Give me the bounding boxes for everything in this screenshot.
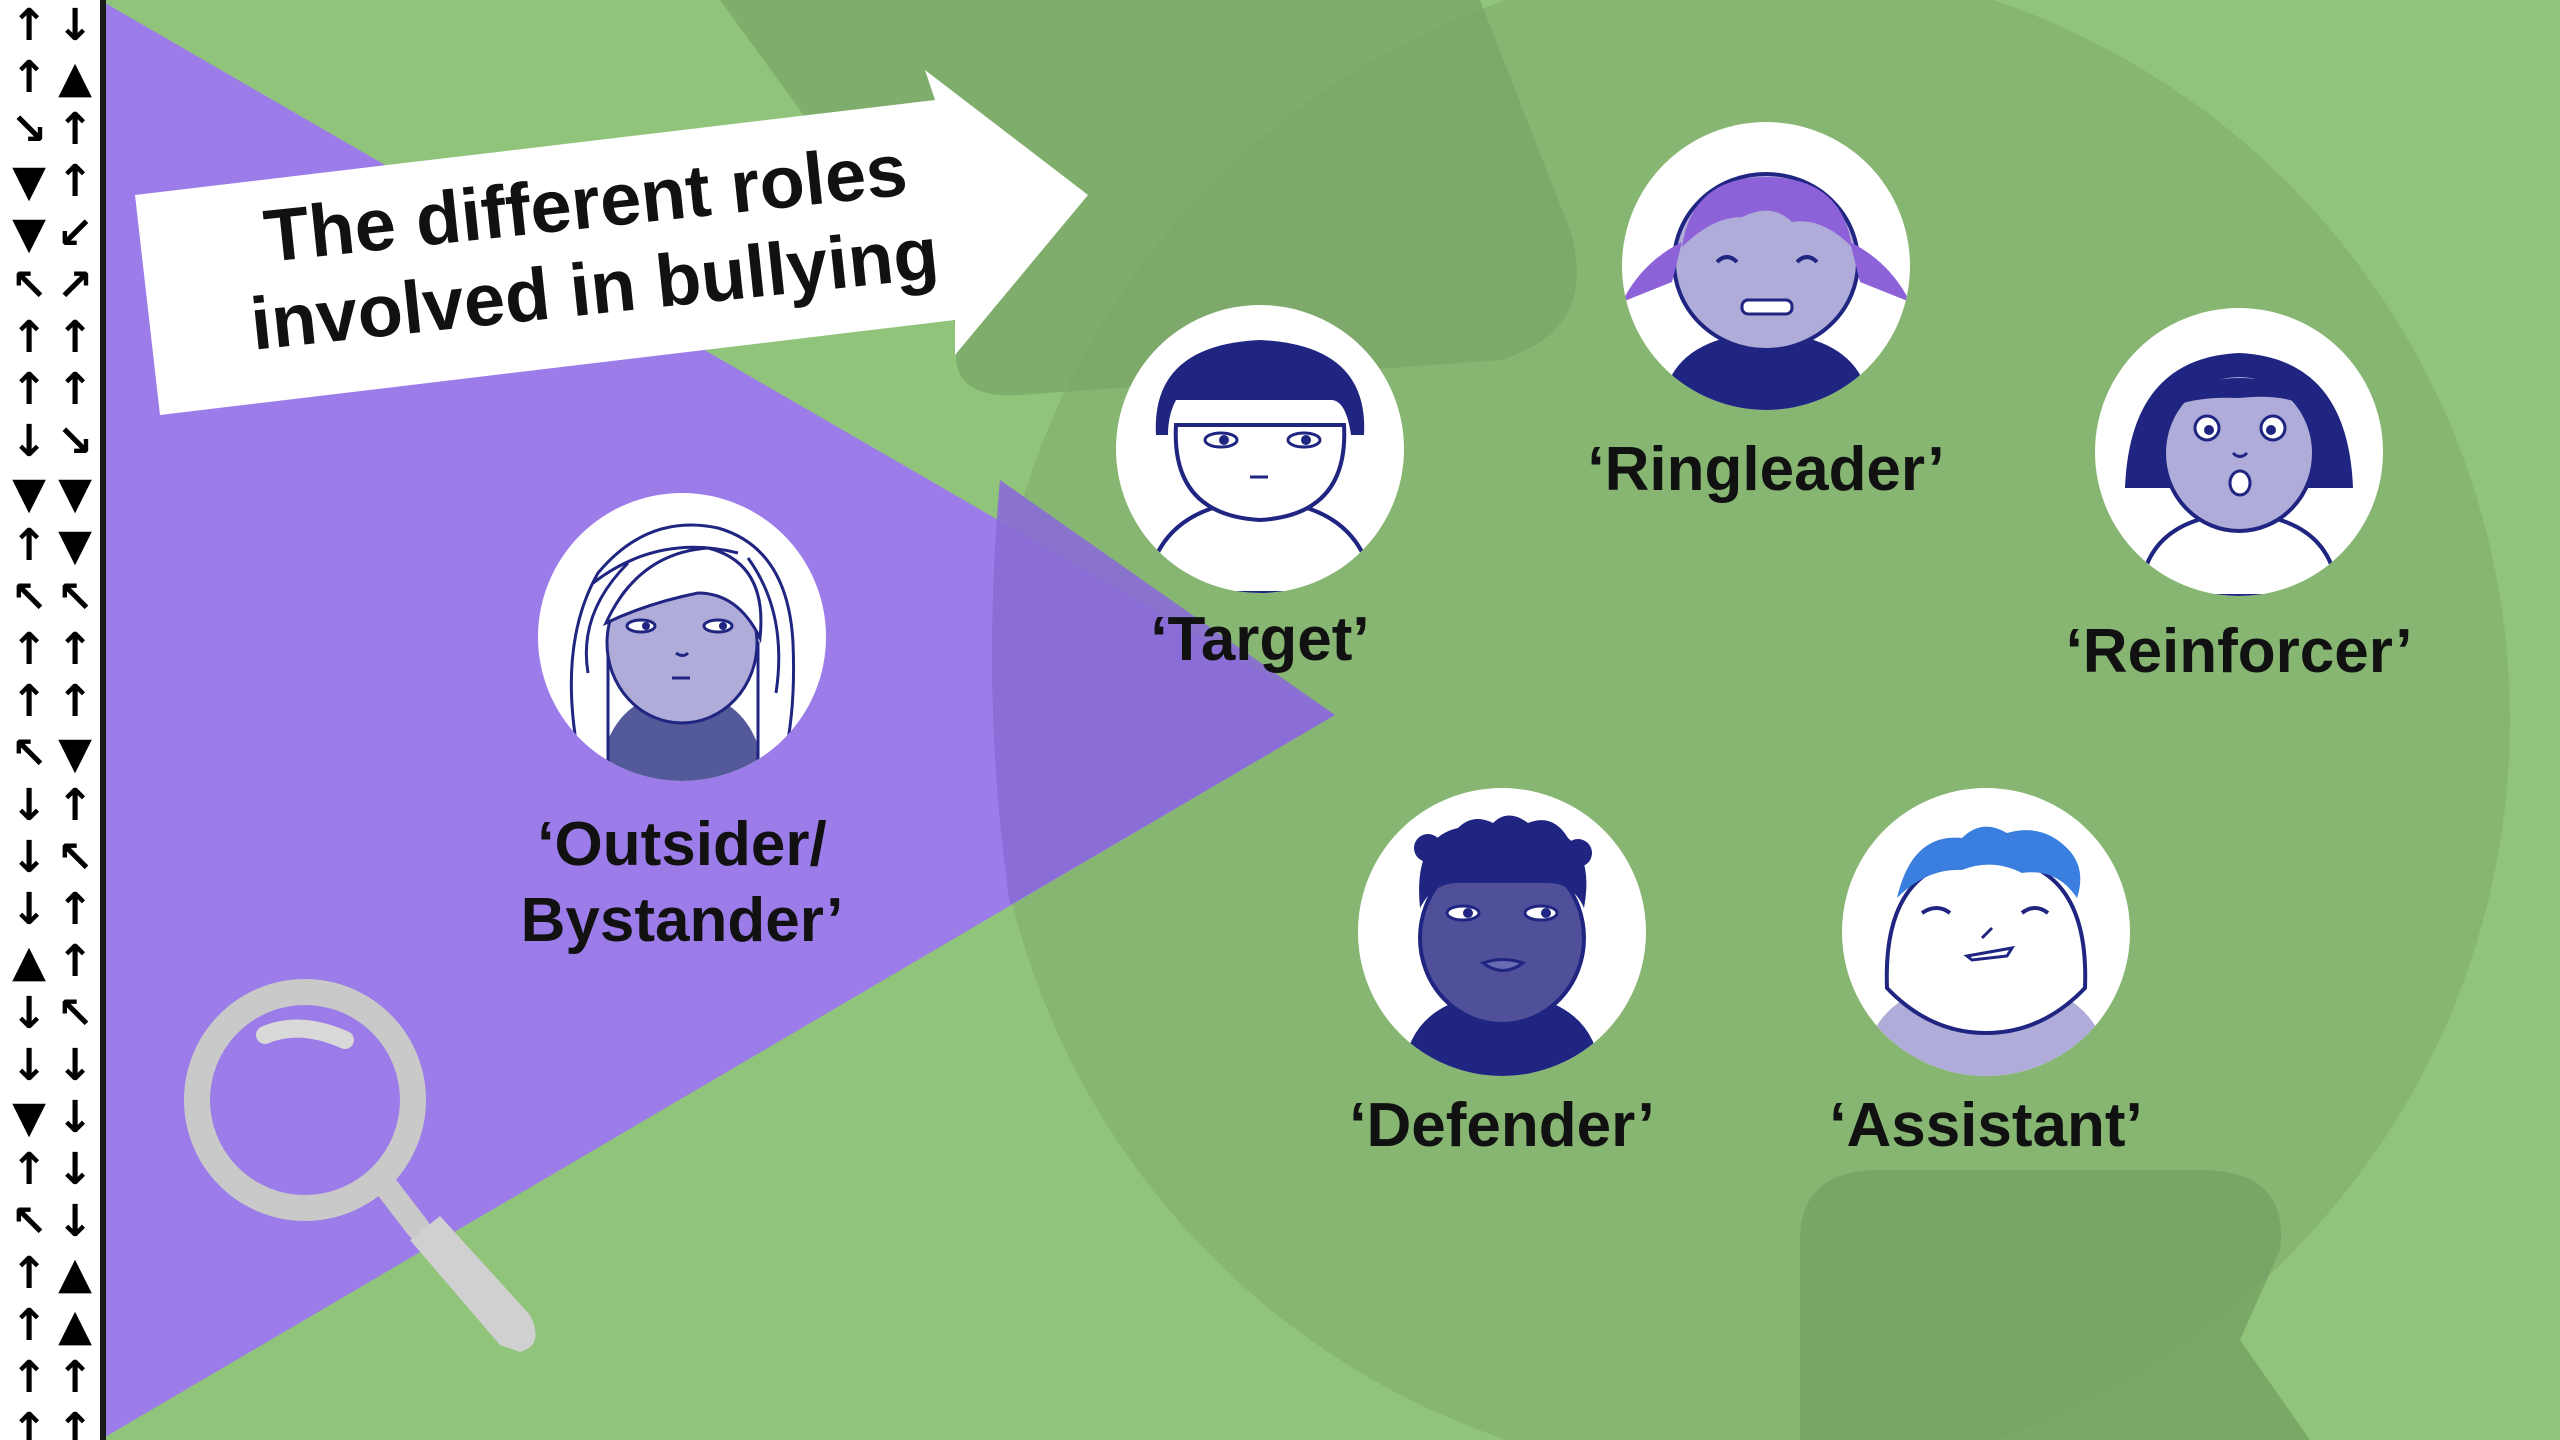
magnifying-glass-icon [184, 979, 536, 1352]
arrow-column-right: ↓▲↑↑↙↗↑↑↘▼▼↖↑↑▼↑↖↑↑↖↓↓↓↓▲▲↑↑ [50, 0, 100, 1440]
reinforcer-label: ‘Reinforcer’ [2065, 617, 2413, 686]
reinforcer-avatar-icon [2095, 308, 2383, 596]
target-label: ‘Target’ [1150, 605, 1370, 674]
ringleader-label: ‘Ringleader’ [1587, 435, 1945, 504]
assistant-label: ‘Assistant’ [1829, 1091, 2143, 1160]
defender-avatar-icon [1358, 788, 1646, 1076]
outsider-label-line-1: ‘Outsider/ [537, 810, 827, 879]
banner-arrow-shape [135, 70, 1088, 415]
assistant-avatar-icon [1842, 788, 2130, 1076]
ringleader-avatar-icon [1622, 122, 1910, 410]
top-rounded-shape [720, 0, 1577, 396]
defender-label: ‘Defender’ [1349, 1091, 1655, 1160]
outsider-avatar-icon [538, 493, 826, 781]
outsider-label-line-2: Bystander’ [520, 886, 844, 955]
arrow-pattern-strip: ↑↑↘▼▼↖↑↑↓▼↑↖↑↑↖↓↓↓▲↓↓▼↑↖↑↑↑↑ ↓▲↑↑↙↗↑↑↘▼▼… [0, 0, 100, 1440]
bottom-rounded-shape [1800, 1170, 2310, 1440]
triangle-overlap-tint [992, 480, 1335, 905]
arrow-column-left: ↑↑↘▼▼↖↑↑↓▼↑↖↑↑↖↓↓↓▲↓↓▼↑↖↑↑↑↑ [10, 0, 48, 1440]
strip-divider [100, 0, 106, 1440]
outsider-bystander-label: ‘Outsider/ Bystander’ [482, 807, 882, 959]
target-avatar-icon [1116, 305, 1404, 593]
